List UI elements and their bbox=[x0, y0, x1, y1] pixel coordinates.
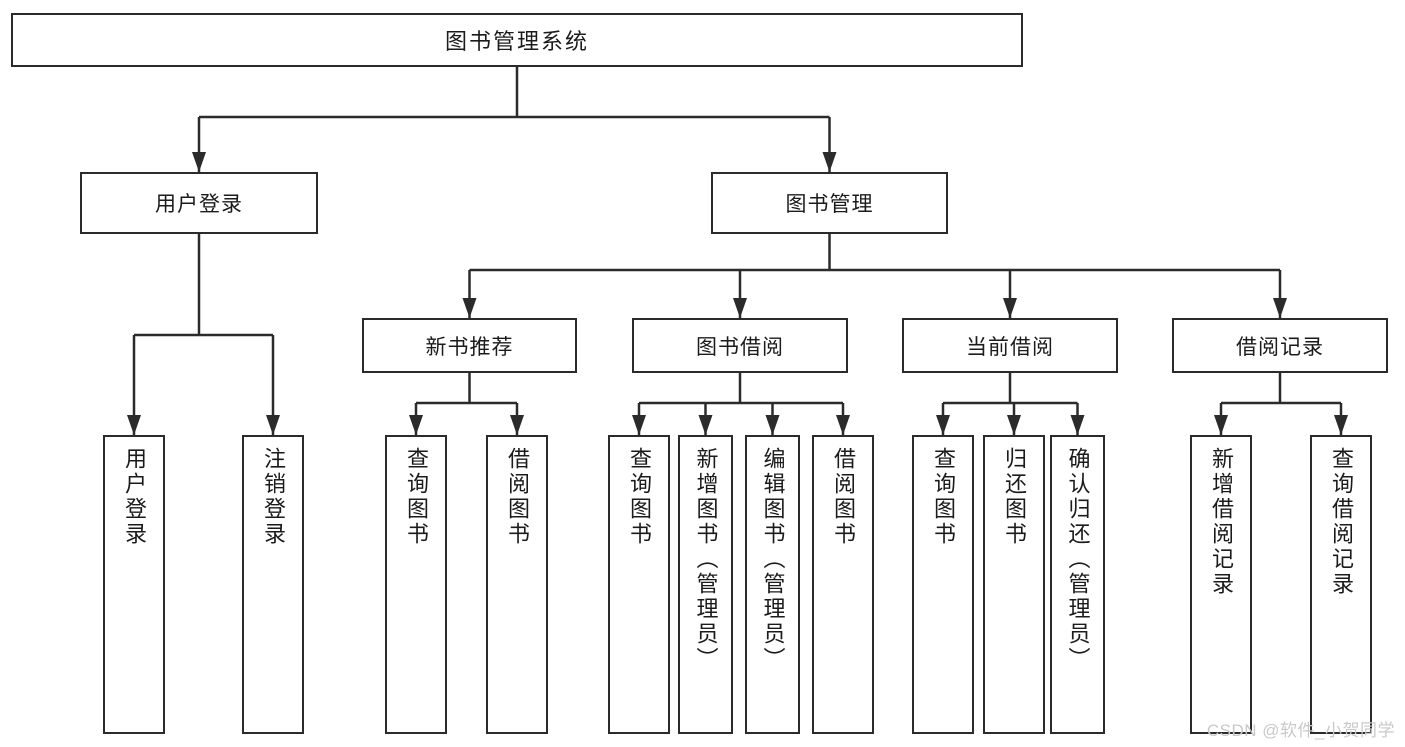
node-leaf-leaf-user-logout[interactable]: 注销登录 bbox=[242, 435, 304, 734]
node-label: 编辑图书（管理员） bbox=[760, 447, 786, 672]
node-label: 查询图书 bbox=[627, 447, 652, 547]
node-label: 借阅图书 bbox=[831, 447, 856, 547]
node-label: 查询图书 bbox=[931, 447, 956, 547]
node-label: 新增图书（管理员） bbox=[693, 447, 719, 672]
node-leaf-leaf-query-record[interactable]: 查询借阅记录 bbox=[1310, 435, 1372, 734]
node-leaf-leaf-add-record[interactable]: 新增借阅记录 bbox=[1190, 435, 1252, 734]
node-label: 查询借阅记录 bbox=[1329, 447, 1354, 597]
arrowhead-icon bbox=[462, 298, 477, 318]
node-records[interactable]: 借阅记录 bbox=[1172, 318, 1388, 373]
node-leaf-leaf-user-login[interactable]: 用户登录 bbox=[103, 435, 165, 734]
arrowhead-icon bbox=[1007, 415, 1021, 435]
node-label: 图书管理 bbox=[785, 193, 874, 216]
node-label: 图书借阅 bbox=[696, 335, 784, 359]
arrowhead-icon bbox=[127, 415, 141, 435]
arrowhead-icon bbox=[409, 415, 423, 435]
node-label: 新书推荐 bbox=[425, 335, 514, 359]
arrowhead-icon bbox=[1003, 298, 1017, 318]
node-current[interactable]: 当前借阅 bbox=[902, 318, 1118, 373]
node-label: 新增借阅记录 bbox=[1209, 447, 1234, 597]
node-label: 注销登录 bbox=[261, 447, 286, 547]
node-leaf-leaf-query-book-2[interactable]: 查询图书 bbox=[608, 435, 670, 734]
arrowhead-icon bbox=[836, 415, 850, 435]
node-bookmgmt[interactable]: 图书管理 bbox=[711, 172, 948, 234]
arrowhead-icon bbox=[733, 298, 747, 318]
node-label: 借阅图书 bbox=[505, 447, 530, 547]
arrowhead-icon bbox=[192, 152, 206, 172]
watermark: CSDN @软件_小贺同学 bbox=[1206, 721, 1395, 740]
node-label: 借阅记录 bbox=[1236, 335, 1324, 359]
node-label: 用户登录 bbox=[155, 193, 243, 216]
node-root-root[interactable]: 图书管理系统 bbox=[11, 13, 1023, 67]
node-leaf-leaf-confirm-return[interactable]: 确认归还（管理员） bbox=[1050, 435, 1105, 734]
arrowhead-icon bbox=[1334, 415, 1348, 435]
node-leaf-leaf-query-book-1[interactable]: 查询图书 bbox=[385, 435, 447, 734]
arrowhead-icon bbox=[1273, 298, 1287, 318]
node-leaf-leaf-edit-book[interactable]: 编辑图书（管理员） bbox=[745, 435, 800, 734]
arrowhead-icon bbox=[822, 152, 837, 172]
arrowhead-icon bbox=[510, 415, 524, 435]
arrowhead-icon bbox=[266, 415, 280, 435]
arrowhead-icon bbox=[1070, 415, 1085, 435]
node-label: 用户登录 bbox=[122, 447, 147, 547]
node-newbook[interactable]: 新书推荐 bbox=[362, 318, 577, 373]
node-borrow[interactable]: 图书借阅 bbox=[632, 318, 848, 373]
node-leaf-leaf-add-book[interactable]: 新增图书（管理员） bbox=[678, 435, 733, 734]
arrowhead-icon bbox=[698, 415, 713, 435]
node-leaf-leaf-return-book[interactable]: 归还图书 bbox=[983, 435, 1045, 734]
arrowhead-icon bbox=[632, 415, 646, 435]
node-login[interactable]: 用户登录 bbox=[80, 172, 318, 234]
node-label: 确认归还（管理员） bbox=[1065, 447, 1091, 672]
node-leaf-leaf-query-book-3[interactable]: 查询图书 bbox=[912, 435, 974, 734]
node-label: 当前借阅 bbox=[966, 335, 1054, 359]
node-label: 查询图书 bbox=[404, 447, 429, 547]
node-leaf-leaf-borrow-book-2[interactable]: 借阅图书 bbox=[812, 435, 874, 734]
node-label: 图书管理系统 bbox=[444, 29, 589, 54]
node-leaf-leaf-borrow-book-1[interactable]: 借阅图书 bbox=[486, 435, 548, 734]
arrowhead-icon bbox=[765, 415, 780, 435]
arrowhead-icon bbox=[936, 415, 950, 435]
arrowhead-icon bbox=[1214, 415, 1228, 435]
node-label: 归还图书 bbox=[1002, 447, 1027, 547]
